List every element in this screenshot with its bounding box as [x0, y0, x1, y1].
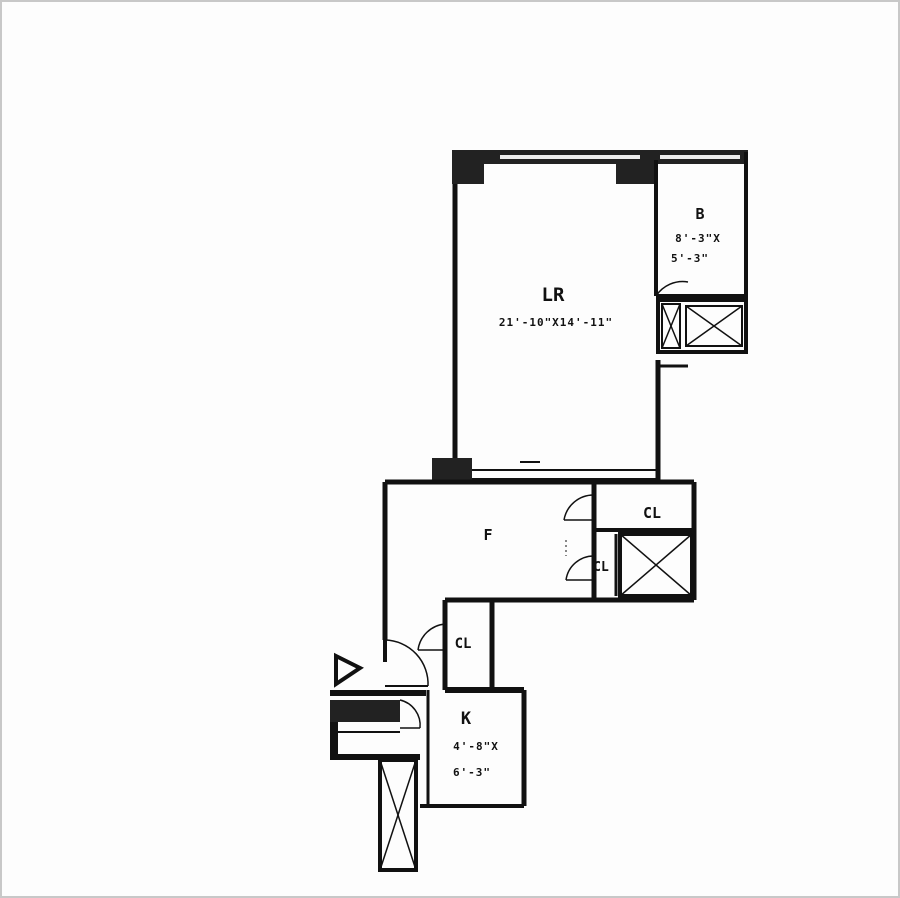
closet-upper-label: CL — [643, 504, 661, 522]
top-window-wall — [452, 150, 748, 184]
bedroom-dimensions-line2: 5'-3" — [671, 252, 709, 265]
lower-chase — [378, 758, 418, 872]
bedroom-dimensions-line1: 8'-3"X — [675, 232, 721, 245]
entry-door — [383, 639, 429, 729]
kitchen-dimensions-line1: 4'-8"X — [453, 740, 499, 753]
closet-middle-label: CL — [593, 560, 609, 575]
upper-closet — [563, 494, 694, 532]
living-room-dimensions: 21'-10"X14'-11" — [499, 316, 613, 329]
middle-closet — [565, 532, 694, 598]
bedroom-closet — [656, 298, 748, 368]
lower-closet — [417, 600, 524, 693]
living-room-walls — [452, 152, 661, 482]
entry-arrow-icon — [334, 652, 364, 688]
kitchen-walls — [420, 690, 527, 808]
kitchen-label: K — [461, 709, 472, 729]
bedroom-door-swing — [655, 280, 689, 297]
lr-foyer-wall — [432, 458, 660, 482]
kitchen-dimensions-line2: 6'-3" — [453, 766, 491, 779]
living-room-label: LR — [542, 284, 565, 306]
bedroom-label: B — [695, 205, 704, 223]
closet-lower-label: CL — [455, 636, 472, 652]
foyer-label: F — [483, 526, 492, 544]
entry-corridor-walls — [330, 690, 426, 760]
